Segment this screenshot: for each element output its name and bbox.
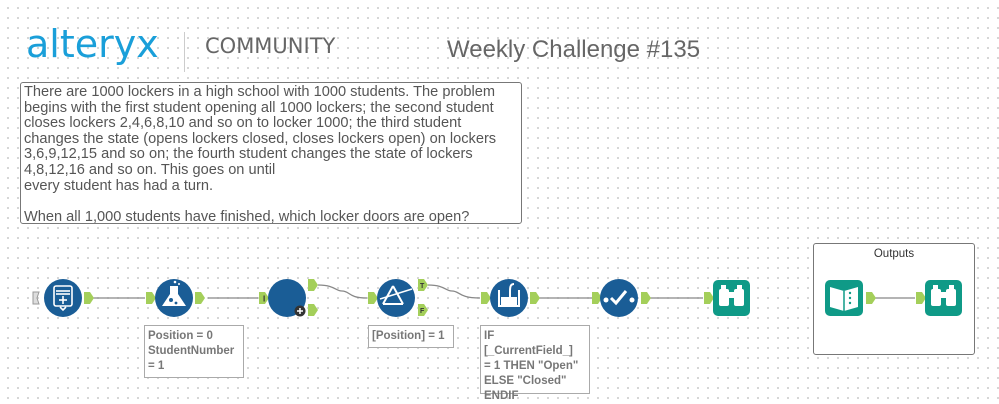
input-anchor[interactable]	[368, 292, 378, 304]
binoculars-icon	[931, 285, 956, 306]
select-check-icon	[603, 290, 635, 306]
generate-rows-tool[interactable]	[146, 279, 205, 317]
output-anchor[interactable]	[866, 292, 876, 304]
flask-icon	[162, 280, 186, 306]
output-anchor[interactable]	[84, 292, 94, 304]
multi-field-formula-annotation: IF [_CurrentField_] = 1 THEN "Open" ELSE…	[480, 325, 590, 402]
anchor-label-f: F	[420, 308, 425, 315]
connection-line	[427, 284, 481, 299]
text-input-tool[interactable]	[32, 279, 94, 317]
alteryx-logo: alteryx	[26, 22, 159, 66]
input-anchor[interactable]	[704, 292, 714, 304]
output-anchor-iteration[interactable]	[308, 279, 318, 291]
challenge-title: Weekly Challenge #135	[447, 36, 701, 63]
input-anchor	[32, 291, 40, 305]
connections	[92, 284, 915, 299]
output-anchor[interactable]	[641, 292, 651, 304]
text-input-icon	[53, 285, 73, 312]
binoculars-icon	[719, 285, 744, 306]
logo-divider	[184, 32, 185, 72]
filter-annotation: [Position] = 1	[368, 325, 454, 348]
book-icon	[830, 287, 858, 311]
generate-rows-annotation: Position = 0 StudentNumber = 1	[144, 325, 244, 378]
report-tool[interactable]	[825, 280, 876, 316]
select-tool[interactable]	[592, 279, 651, 317]
input-anchor[interactable]	[481, 292, 491, 304]
output-anchor[interactable]	[530, 292, 540, 304]
browse-tool-outputs[interactable]	[916, 280, 962, 316]
output-anchor[interactable]	[195, 292, 205, 304]
output-anchor-output[interactable]	[308, 304, 318, 316]
challenge-description-comment[interactable]: There are 1000 lockers in a high school …	[20, 82, 522, 225]
filter-prism-icon	[379, 285, 413, 305]
iterative-macro-tool[interactable]: I	[259, 279, 318, 317]
multi-field-formula-tool[interactable]	[481, 279, 540, 317]
false-anchor[interactable]: F	[418, 304, 428, 316]
connection-line	[317, 284, 368, 299]
anchor-label-t: T	[420, 283, 425, 290]
community-label: COMMUNITY	[205, 34, 336, 58]
input-anchor[interactable]	[146, 292, 156, 304]
filter-tool[interactable]: T F	[368, 279, 428, 317]
browse-tool[interactable]	[704, 280, 750, 316]
input-anchor[interactable]	[916, 292, 926, 304]
formula-beaker-icon	[498, 283, 520, 307]
true-anchor[interactable]: T	[418, 279, 428, 291]
outputs-container-title: Outputs	[873, 248, 915, 260]
anchor-label-i: I	[263, 295, 265, 304]
plus-badge-icon	[294, 305, 306, 317]
